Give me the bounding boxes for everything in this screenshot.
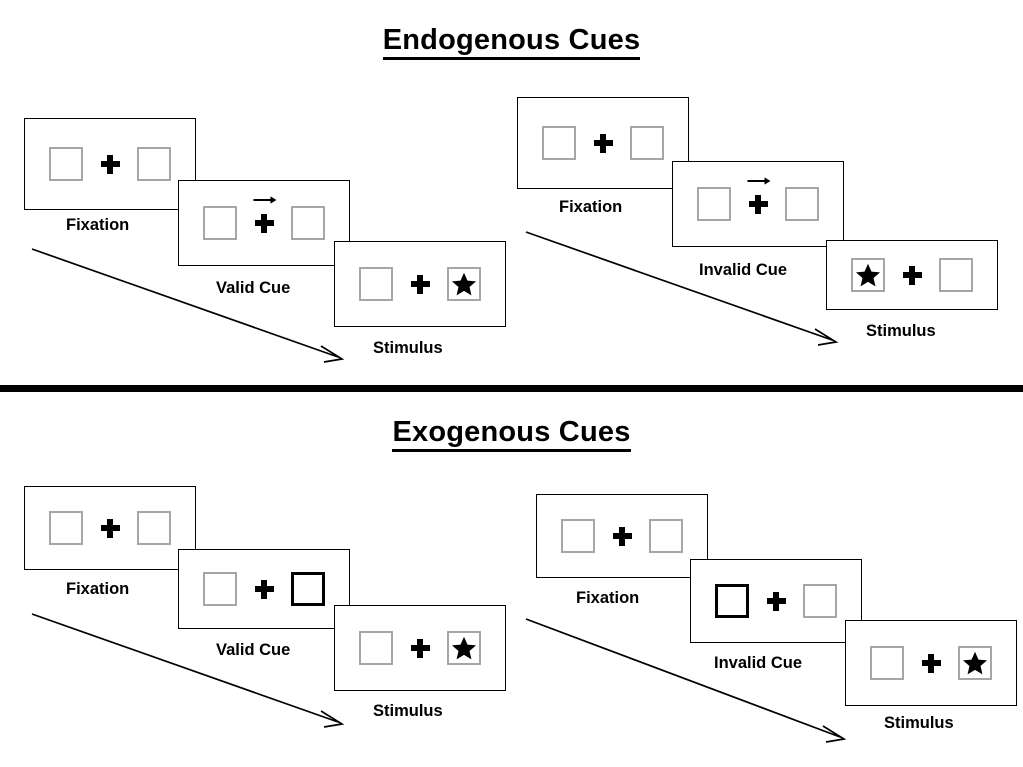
left-box	[49, 511, 83, 545]
panel-endogenous-invalid-fixation[interactable]	[517, 97, 689, 189]
fixation-area	[251, 572, 277, 606]
plus-icon	[748, 194, 768, 214]
right-box-target	[447, 631, 481, 665]
caption-exogenous-invalid-fixation: Fixation	[576, 589, 640, 607]
fixation-area	[745, 177, 771, 221]
star-icon	[451, 636, 477, 660]
section-title-exogenous-text: Exogenous Cues	[392, 416, 631, 452]
plus-icon	[254, 579, 274, 599]
right-box-target	[447, 267, 481, 301]
panel-endogenous-invalid-stimulus[interactable]	[826, 240, 998, 310]
left-box	[49, 147, 83, 181]
plus-icon	[410, 274, 430, 294]
plus-icon	[593, 133, 613, 153]
panel-content	[49, 147, 171, 181]
fixation-area	[407, 631, 433, 665]
panel-content	[359, 267, 481, 301]
panel-content	[715, 584, 837, 618]
plus-icon	[100, 518, 120, 538]
panel-exogenous-valid-fixation[interactable]	[24, 486, 196, 570]
section-title-exogenous: Exogenous Cues	[0, 416, 1023, 452]
time-arrow-icon-endogenous-invalid	[525, 231, 839, 346]
plus-icon	[902, 265, 922, 285]
left-box	[561, 519, 595, 553]
star-icon	[962, 651, 988, 675]
fixation-area	[763, 584, 789, 618]
caption-exogenous-invalid-cue: Invalid Cue	[714, 654, 803, 672]
right-box	[649, 519, 683, 553]
left-box	[359, 631, 393, 665]
panel-content	[561, 519, 683, 553]
panel-content	[697, 177, 819, 221]
section-title-endogenous-text: Endogenous Cues	[382, 24, 641, 60]
panel-endogenous-valid-cue[interactable]	[178, 180, 350, 266]
left-box	[359, 267, 393, 301]
fixation-area	[609, 519, 635, 553]
panel-exogenous-valid-stimulus[interactable]	[334, 605, 506, 691]
left-box-target	[851, 258, 885, 292]
panel-content	[49, 511, 171, 545]
right-box	[785, 187, 819, 221]
right-box	[630, 126, 664, 160]
section-divider	[0, 385, 1023, 392]
star-icon	[451, 272, 477, 296]
panel-exogenous-invalid-fixation[interactable]	[536, 494, 708, 578]
plus-icon	[100, 154, 120, 174]
caption-exogenous-invalid-stimulus: Stimulus	[884, 714, 954, 732]
arrow-right-icon	[747, 177, 771, 185]
left-box	[203, 572, 237, 606]
plus-icon	[766, 591, 786, 611]
fixation-area	[407, 267, 433, 301]
fixation-area	[97, 511, 123, 545]
plus-icon	[612, 526, 632, 546]
panel-exogenous-valid-cue[interactable]	[178, 549, 350, 629]
panel-exogenous-invalid-stimulus[interactable]	[845, 620, 1017, 706]
right-box-cued	[291, 572, 325, 606]
left-box	[870, 646, 904, 680]
right-box	[939, 258, 973, 292]
caption-endogenous-valid-fixation: Fixation	[66, 216, 130, 234]
right-box	[137, 511, 171, 545]
arrow-right-icon	[253, 196, 277, 204]
fixation-area	[899, 258, 925, 292]
right-box	[291, 206, 325, 240]
left-box	[203, 206, 237, 240]
right-box	[803, 584, 837, 618]
caption-exogenous-valid-stimulus: Stimulus	[373, 702, 443, 720]
left-box	[542, 126, 576, 160]
caption-endogenous-valid-cue: Valid Cue	[216, 279, 291, 297]
fixation-area	[97, 147, 123, 181]
panel-content	[851, 258, 973, 292]
caption-endogenous-invalid-stimulus: Stimulus	[866, 322, 936, 340]
section-title-endogenous: Endogenous Cues	[0, 24, 1023, 60]
plus-icon	[410, 638, 430, 658]
left-box-cued	[715, 584, 749, 618]
panel-content	[359, 631, 481, 665]
time-arrow-icon-exogenous-invalid	[525, 618, 847, 743]
star-icon	[855, 263, 881, 287]
panel-content	[203, 196, 325, 240]
caption-exogenous-valid-fixation: Fixation	[66, 580, 130, 598]
caption-endogenous-invalid-fixation: Fixation	[559, 198, 623, 216]
panel-endogenous-valid-fixation[interactable]	[24, 118, 196, 210]
plus-icon	[921, 653, 941, 673]
fixation-area	[251, 196, 277, 240]
left-box	[697, 187, 731, 221]
right-box-target	[958, 646, 992, 680]
panel-exogenous-invalid-cue[interactable]	[690, 559, 862, 643]
caption-endogenous-invalid-cue: Invalid Cue	[699, 261, 788, 279]
right-box	[137, 147, 171, 181]
panel-content	[203, 572, 325, 606]
caption-exogenous-valid-cue: Valid Cue	[216, 641, 291, 659]
panel-content	[870, 646, 992, 680]
fixation-area	[918, 646, 944, 680]
time-arrow-icon-endogenous-valid	[31, 248, 345, 363]
time-arrow-icon-exogenous-valid	[31, 613, 345, 728]
fixation-area	[590, 126, 616, 160]
caption-endogenous-valid-stimulus: Stimulus	[373, 339, 443, 357]
panel-content	[542, 126, 664, 160]
panel-endogenous-invalid-cue[interactable]	[672, 161, 844, 247]
panel-endogenous-valid-stimulus[interactable]	[334, 241, 506, 327]
plus-icon	[254, 213, 274, 233]
